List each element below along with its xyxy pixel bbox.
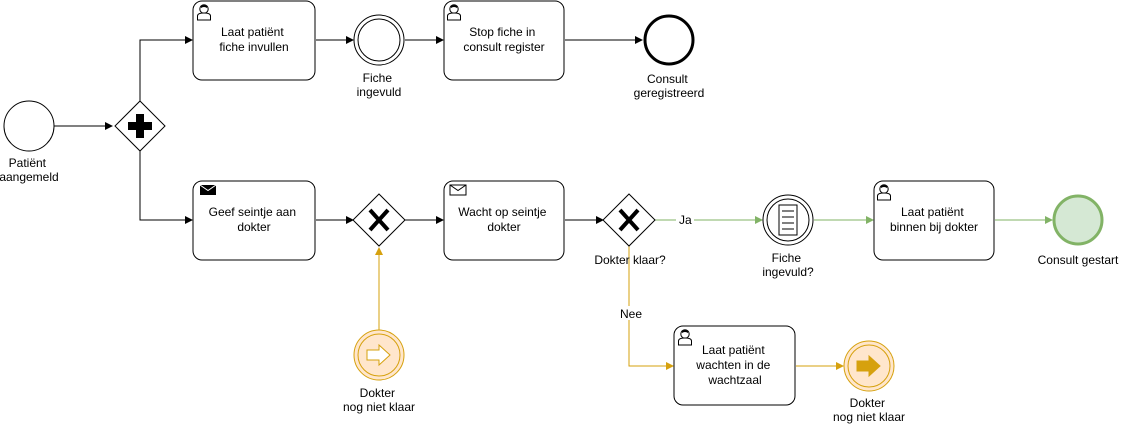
exclusive-gateway-dokter-klaar[interactable]	[602, 193, 656, 247]
conditional-event-fiche-ingevuld[interactable]	[762, 194, 814, 246]
fiche-ingevuld-q-label: Fiche ingevuld?	[762, 251, 814, 279]
user-icon	[877, 184, 891, 201]
task-label: Laat patiënt fiche invullen	[219, 25, 288, 54]
catch-event-dokter-niet-klaar[interactable]	[353, 329, 405, 381]
task-label: Laat patiënt wachten in de wachtzaal	[695, 343, 773, 387]
task-laat-patient-wachten[interactable]: Laat patiënt wachten in de wachtzaal	[673, 325, 796, 406]
flow-label-nee: Nee	[620, 307, 642, 321]
intermediate-event-fiche-ingevuld[interactable]	[353, 14, 405, 66]
start-event[interactable]	[3, 100, 55, 152]
x-icon	[368, 208, 390, 232]
consult-gestart-label: Consult gestart	[1038, 253, 1119, 267]
consult-geregistreerd-label: Consult geregistreerd	[634, 72, 705, 100]
send-envelope-icon	[199, 184, 217, 195]
task-wacht-seintje[interactable]: Wacht op seintje dokter	[443, 180, 565, 261]
flow-parallel-to-seintje-task[interactable]	[139, 151, 193, 224]
task-label: Stop fiche in consult register	[463, 25, 544, 54]
plus-icon	[128, 114, 152, 138]
flow-parallel-to-fiche-task[interactable]	[139, 36, 193, 101]
task-geef-seintje[interactable]: Geef seintje aan dokter	[192, 180, 316, 261]
flow-label-ja: Ja	[679, 213, 692, 227]
catch-event-label: Dokter nog niet klaar	[343, 386, 415, 414]
task-label: Laat patiënt binnen bij dokter	[890, 205, 978, 234]
conditional-document-icon	[778, 204, 798, 236]
fiche-ingevuld-label: Fiche ingevuld	[357, 71, 402, 99]
start-event-label: Patiënt aangemeld	[0, 156, 59, 184]
end-event-consult-gestart[interactable]	[1052, 194, 1104, 246]
dokter-klaar-label: Dokter klaar?	[594, 253, 666, 267]
throw-event-label: Dokter nog niet klaar	[833, 396, 905, 424]
exclusive-gateway-merge[interactable]	[352, 193, 406, 247]
flow-label-nee-bg	[618, 306, 642, 320]
sequence-flows	[54, 36, 1053, 370]
throw-event-dokter-niet-klaar[interactable]	[843, 340, 895, 392]
flow-nee[interactable]	[628, 246, 674, 370]
end-event-consult-geregistreerd[interactable]	[643, 14, 695, 66]
task-laat-patient-fiche[interactable]: Laat patiënt fiche invullen	[192, 0, 316, 81]
user-icon	[447, 4, 461, 21]
receive-envelope-icon	[449, 184, 467, 196]
user-icon	[197, 4, 211, 21]
task-label: Wacht op seintje dokter	[458, 205, 550, 234]
arrow-right-outline-icon	[366, 343, 391, 367]
task-laat-patient-binnen[interactable]: Laat patiënt binnen bij dokter	[873, 180, 995, 261]
task-stop-fiche[interactable]: Stop fiche in consult register	[443, 0, 565, 81]
parallel-gateway[interactable]	[114, 100, 166, 152]
flow-label-ja-bg	[676, 212, 694, 226]
user-icon	[678, 329, 692, 346]
task-label: Geef seintje aan dokter	[209, 205, 300, 234]
arrow-right-filled-icon	[856, 354, 881, 378]
x-icon	[618, 208, 640, 232]
